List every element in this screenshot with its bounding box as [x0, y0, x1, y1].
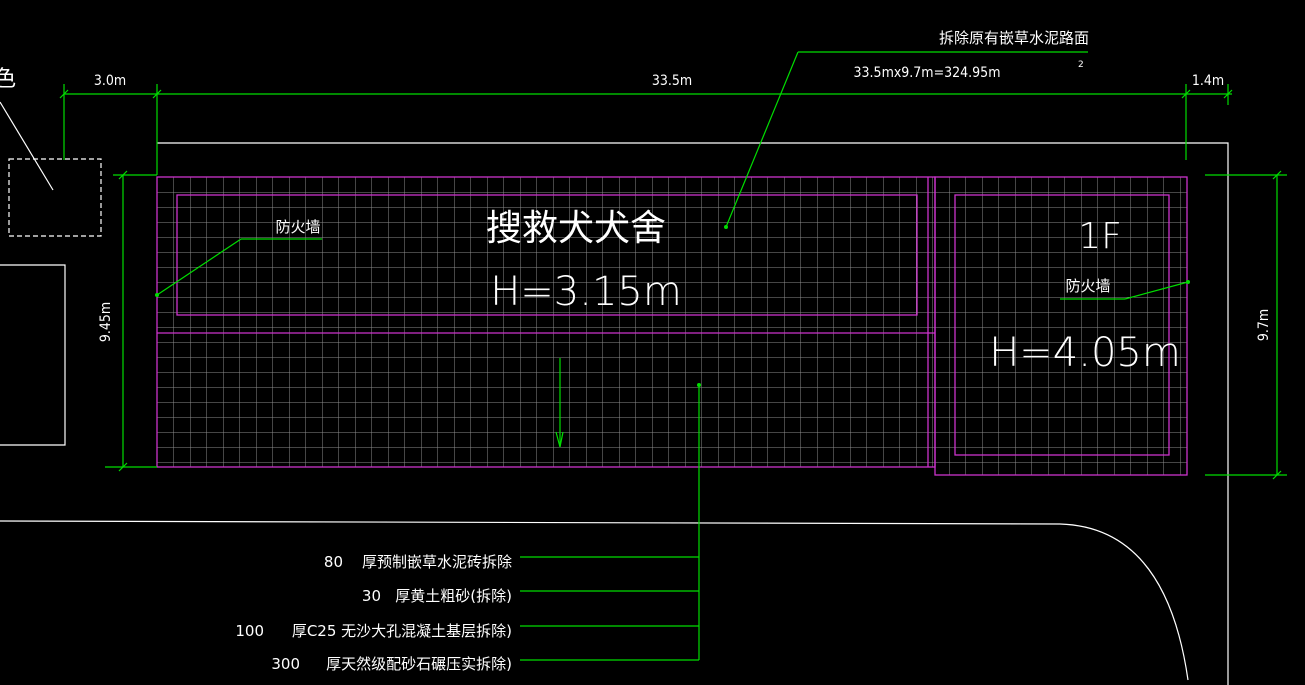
dim-right-height: 9.7m [1256, 309, 1272, 341]
layer-1-text: 厚预制嵌草水泥砖拆除 [362, 553, 512, 571]
left-firewall-label: 防火墙 [275, 218, 320, 236]
area-callout-title: 拆除原有嵌草水泥路面 [939, 29, 1089, 47]
layer-2-text: 厚黄土粗砂(拆除) [395, 587, 512, 605]
dim-top-right: 1.4m [1192, 73, 1224, 89]
existing-building-outline [0, 264, 66, 446]
layer-1-thickness: 80 [324, 553, 343, 571]
left-room-inner [176, 194, 918, 316]
right-room-outer [934, 176, 1188, 476]
layer-3-thickness: 100 [235, 622, 264, 640]
dim-top-left: 3.0m [94, 73, 126, 89]
dashed-box-leader [0, 101, 54, 191]
right-room-floor: 1F [1078, 216, 1122, 257]
right-room-inner [954, 194, 1170, 456]
layer-4-thickness: 300 [271, 655, 300, 673]
right-room-height: H=4.05m [989, 330, 1181, 376]
left-room-name: 搜救犬犬舍 [486, 208, 666, 249]
dim-top-middle: 33.5m [652, 73, 692, 89]
left-room-height: H=3.15m [490, 269, 682, 315]
dashed-equipment-box [8, 158, 102, 237]
site-linework [0, 142, 1229, 685]
right-firewall-label: 防火墙 [1065, 277, 1110, 295]
layer-2-thickness: 30 [362, 587, 381, 605]
leader-dots [155, 225, 1190, 387]
site-boundary [157, 142, 1229, 685]
road-edge [0, 520, 1189, 681]
edge-glyph: 色 [0, 67, 16, 92]
dimension-lines [59, 51, 1287, 661]
paving-grid-area [157, 177, 1187, 475]
layer-4-text: 厚天然级配砂石碾压实拆除) [326, 655, 512, 673]
building-outlines [156, 176, 1188, 476]
area-callout-superscript: 2 [1078, 60, 1084, 70]
dim-left-height: 9.45m [98, 302, 114, 342]
layer-notes: 80 厚预制嵌草水泥砖拆除 30 厚黄土粗砂(拆除) 100 厚C25 无沙大孔… [235, 553, 512, 673]
area-callout-formula: 33.5mx9.7m=324.95m [854, 65, 1001, 81]
layer-3-text: 厚C25 无沙大孔混凝土基层拆除) [292, 622, 512, 640]
